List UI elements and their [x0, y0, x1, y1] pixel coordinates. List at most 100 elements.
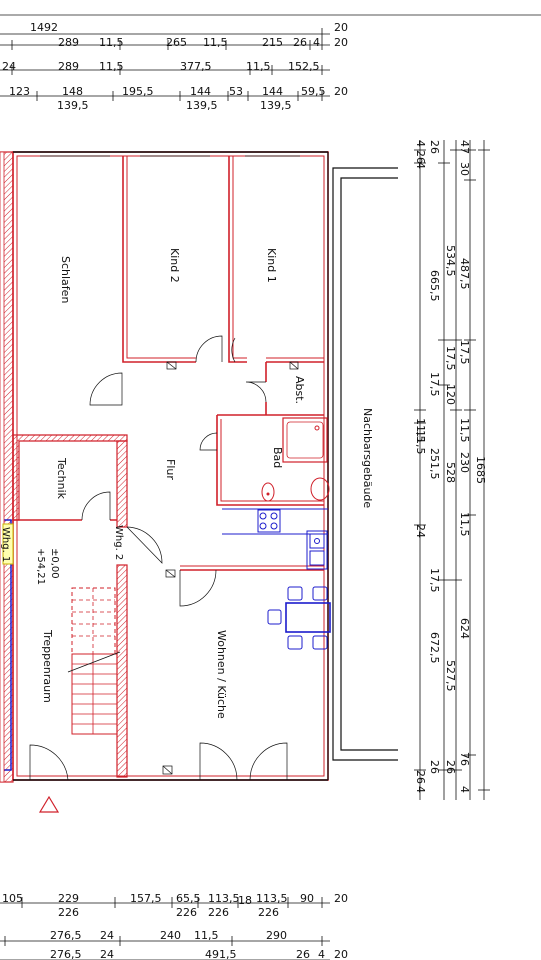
kitchen-furniture — [222, 508, 331, 650]
dim-text: 26 — [414, 150, 427, 164]
label-flur: Flur — [164, 459, 177, 480]
dim-text: 226 — [58, 906, 79, 919]
dim-text: 195,5 — [122, 85, 154, 98]
dim-text: 226 — [258, 906, 279, 919]
dim-text: 26 — [428, 760, 441, 774]
label-whg-1: Whg. 1 — [0, 527, 11, 562]
label-schlafen: Schlafen — [59, 256, 72, 303]
label-treppenraum: Treppenraum — [41, 629, 54, 703]
dim-text: 113,5 — [208, 892, 240, 905]
dim-text: 226 — [176, 906, 197, 919]
dim-text: 527,5 — [444, 660, 457, 692]
label-kind-1: Kind 1 — [265, 248, 278, 283]
dim-text: 24 — [100, 948, 114, 960]
orientation-marker — [38, 795, 60, 813]
dimension-chains-right: 4 26 4 11,5 11,5 24 26 4 26 665,5 17,5 2… — [414, 140, 490, 800]
dim-text: 18 — [238, 894, 252, 907]
dim-text: 491,5 — [205, 948, 237, 960]
level-zero: ±0,00 — [49, 548, 60, 579]
label-bad: Bad — [271, 447, 284, 468]
dim-text: 276,5 — [50, 929, 82, 942]
dim-text: 229 — [58, 892, 79, 905]
dimension-chains-top: 1492 20 289 11,5 265 11,5 215 26 4 20 24… — [0, 21, 348, 112]
room-labels: Schlafen Kind 2 Kind 1 Abst. Bad Flur Te… — [0, 248, 306, 719]
dim-text: 139,5 — [57, 99, 89, 112]
dim-text: 528 — [444, 462, 457, 483]
dim-text: 11,5 — [194, 929, 219, 942]
dim-text: 26 — [414, 770, 427, 784]
dim-text: 157,5 — [130, 892, 162, 905]
dim-text: 276,5 — [50, 948, 82, 960]
dim-text: 24 — [2, 60, 16, 73]
dim-text: 65,5 — [176, 892, 201, 905]
dim-text: 377,5 — [180, 60, 212, 73]
dim-text: 123 — [9, 85, 30, 98]
dim-text: 11,5 — [414, 430, 427, 455]
dim-text: 47 — [458, 140, 471, 154]
dim-text: 17,5 — [458, 340, 471, 365]
dim-text: 59,5 — [301, 85, 326, 98]
dim-text: 251,5 — [428, 448, 441, 480]
dim-text: 144 — [190, 85, 211, 98]
dim-text: 26 — [296, 948, 310, 960]
neighbouring-building: Nachbarsgebäude — [332, 167, 398, 761]
dim-text: 1685 — [474, 456, 487, 484]
staircase — [67, 587, 121, 735]
dim-text: 11,5 — [99, 36, 124, 49]
label-technik: Technik — [55, 457, 68, 500]
bathroom-fixtures — [261, 417, 330, 502]
dim-text: 139,5 — [260, 99, 292, 112]
dim-text: 4 — [414, 162, 427, 169]
label-wohnen-kueche: Wohnen / Küche — [215, 630, 228, 719]
doors — [29, 335, 288, 781]
dim-text: 4 — [458, 786, 471, 793]
dim-text: 672,5 — [428, 632, 441, 664]
dim-text: 76 — [458, 752, 471, 766]
dim-text: 20 — [334, 892, 348, 905]
label-abst: Abst. — [293, 376, 306, 404]
dim-text: 17,5 — [428, 372, 441, 397]
dim-text: 139,5 — [186, 99, 218, 112]
dim-text: 11,5 — [458, 418, 471, 443]
dim-text: 20 — [334, 948, 348, 960]
dim-text: 11,5 — [246, 60, 271, 73]
dimension-chains-bottom: 105 229 226 157,5 65,5 226 113,5 226 18 … — [0, 892, 348, 960]
dim-text: 11,5 — [458, 512, 471, 537]
dim-text: 11,5 — [203, 36, 228, 49]
dim-text: 215 — [262, 36, 283, 49]
dim-text: 53 — [229, 85, 243, 98]
dim-text: 152,5 — [288, 60, 320, 73]
dim-text: 24 — [414, 524, 427, 538]
dim-text: 26 — [293, 36, 307, 49]
dim-text: 289 — [58, 36, 79, 49]
dim-text: 4 — [414, 140, 427, 147]
dim-text: 90 — [300, 892, 314, 905]
dim-text: 1492 — [30, 21, 58, 34]
label-whg-2: Whg. 2 — [113, 525, 124, 560]
dim-text: 105 — [2, 892, 23, 905]
dim-text: 20 — [334, 85, 348, 98]
dim-text: 4 — [414, 786, 427, 793]
dim-text: 26 — [444, 760, 457, 774]
dim-text: 240 — [160, 929, 181, 942]
dim-text: 624 — [458, 618, 471, 639]
left-wall — [0, 151, 14, 783]
dim-text: 30 — [458, 162, 471, 176]
label-nachbarsgebaeude: Nachbarsgebäude — [361, 408, 374, 508]
wall-markers — [162, 361, 299, 775]
dim-text: 144 — [262, 85, 283, 98]
dim-text: 11,5 — [414, 418, 427, 443]
dim-text: 17,5 — [428, 568, 441, 593]
dim-text: 148 — [62, 85, 83, 98]
dim-text: 120 — [444, 384, 457, 405]
dim-text: 4 — [313, 36, 320, 49]
level-height: +54,21 — [35, 548, 46, 585]
dim-text: 226 — [208, 906, 229, 919]
dim-text: 665,5 — [428, 270, 441, 302]
dim-text: 113,5 — [256, 892, 288, 905]
dim-text: 290 — [266, 929, 287, 942]
dim-text: 17,5 — [444, 346, 457, 371]
dim-text: 4 — [318, 948, 325, 960]
dim-text: 20 — [334, 21, 348, 34]
